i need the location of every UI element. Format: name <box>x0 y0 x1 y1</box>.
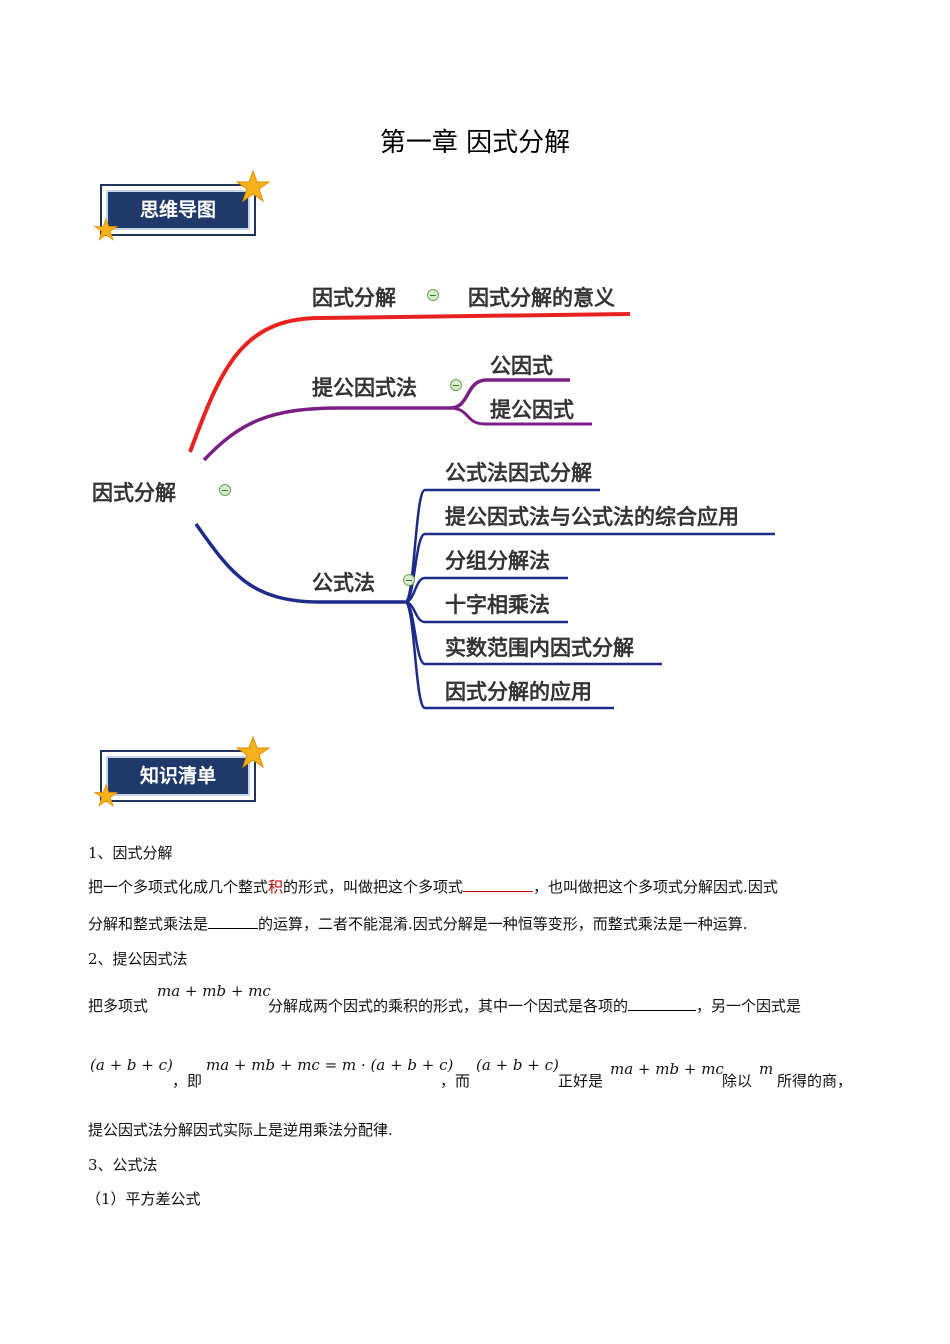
mindmap-badge: 思维导图 <box>94 170 270 241</box>
branch-line-3 <box>194 522 405 604</box>
section-1-line-2: 分解和整式乘法是 的运算，二者不能混淆.因式分解是一种恒等变形，而整式乘法是一种运… <box>88 914 868 934</box>
mindmap-root: 因式分解 <box>92 481 176 505</box>
text: 分解成两个因式的乘积的形式，其中一个因式是各项的 <box>268 997 629 1015</box>
branch-line-1 <box>188 312 631 453</box>
leaf-label: 因式分解的应用 <box>445 680 592 704</box>
leaf-label: 提公因式 <box>490 398 574 422</box>
collapse-icon[interactable] <box>427 289 439 301</box>
section-3-heading: 3、公式法 <box>88 1156 158 1174</box>
section-3-sub-1: （1）平方差公式 <box>86 1190 201 1208</box>
text: ，也叫做把这个多项式分解因式.因式 <box>533 878 778 896</box>
star-icon <box>236 736 270 769</box>
branch-line-2b <box>449 406 592 426</box>
branch-label-2: 提公因式法 <box>312 376 417 400</box>
fill-blank[interactable] <box>463 877 534 892</box>
highlight-text: 积 <box>268 878 284 896</box>
leaf-label: 实数范围内因式分解 <box>445 636 634 660</box>
collapse-icon[interactable] <box>219 484 231 496</box>
fill-blank[interactable] <box>208 914 259 929</box>
branch-label-1: 因式分解 <box>312 286 396 310</box>
badge-label: 思维导图 <box>106 190 250 230</box>
leaf-label: 公式法因式分解 <box>445 461 592 485</box>
page-title: 第一章 因式分解 <box>379 128 571 158</box>
section-1-line-1: 把一个多项式化成几个整式积的形式，叫做把这个多项式 ，也叫做把这个多项式分解因式.… <box>88 877 868 897</box>
text: ，另一个因式是 <box>696 997 802 1015</box>
text: ，即 <box>172 1072 203 1090</box>
collapse-icon[interactable] <box>403 574 415 586</box>
text: 的运算，二者不能混淆.因式分解是一种恒等变形，而整式乘法是一种运算. <box>258 915 748 933</box>
fill-blank[interactable] <box>628 996 697 1011</box>
leaf-label: 分组分解法 <box>445 549 550 573</box>
math-expression: ma + mb + mc <box>610 1060 724 1078</box>
text: ，而 <box>440 1072 471 1090</box>
section-2-line-1b: 分解成两个因式的乘积的形式，其中一个因式是各项的 ，另一个因式是 <box>268 996 868 1016</box>
mind-map: 因式分解 因式分解 因式分解的意义 提公因式法 公因式 提公因式 公式法 公式法… <box>80 262 800 722</box>
star-icon <box>236 170 270 203</box>
mind-map-lines <box>188 312 775 710</box>
leaf-label: 提公因式法与公式法的综合应用 <box>445 505 739 529</box>
text: 把一个多项式化成几个整式 <box>88 878 269 896</box>
math-expression: ma + mb + mc = m · (a + b + c) <box>206 1056 454 1074</box>
star-icon <box>94 218 118 241</box>
badge-label: 知识清单 <box>106 756 250 796</box>
math-expression: (a + b + c) <box>476 1056 559 1074</box>
leaf-label: 公因式 <box>490 354 553 378</box>
section-2-line-1a: 把多项式 <box>88 997 149 1015</box>
branch-line-2 <box>202 378 570 462</box>
section-2-line-3: 提公因式法分解因式实际上是逆用乘法分配律. <box>88 1121 393 1139</box>
leaf-label: 因式分解的意义 <box>468 286 615 310</box>
branch-3-children <box>403 488 775 710</box>
section-1-heading: 1、因式分解 <box>88 844 173 862</box>
math-expression: ma + mb + mc <box>157 982 271 1000</box>
text: 正好是 <box>558 1072 604 1090</box>
leaf-label: 十字相乘法 <box>445 593 550 617</box>
text: 的形式，叫做把这个多项式 <box>283 878 464 896</box>
text: 分解和整式乘法是 <box>88 915 209 933</box>
collapse-icon[interactable] <box>450 379 462 391</box>
text: 所得的商， <box>777 1072 853 1090</box>
section-2-heading: 2、提公因式法 <box>88 950 188 968</box>
text: 除以 <box>722 1072 753 1090</box>
math-expression: (a + b + c) <box>90 1056 173 1074</box>
math-expression: m <box>759 1060 774 1078</box>
knowledge-badge: 知识清单 <box>94 736 270 807</box>
star-icon <box>94 784 118 807</box>
branch-label-3: 公式法 <box>312 571 375 595</box>
